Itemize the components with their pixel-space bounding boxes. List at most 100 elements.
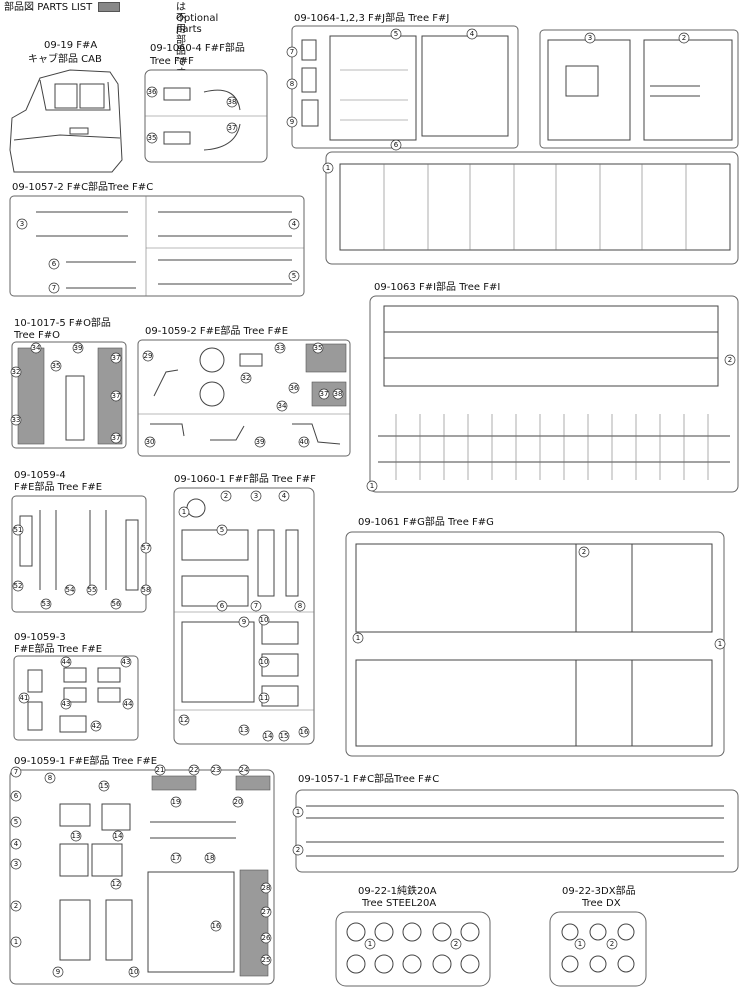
part-number: 13	[238, 724, 250, 736]
part-number: 1	[714, 638, 726, 650]
part-number: 8	[294, 600, 306, 612]
part-number: 11	[258, 692, 270, 704]
tree-label-name: F#E部品 Tree F#E	[14, 644, 103, 655]
svg-text:8: 8	[290, 80, 294, 88]
svg-text:44: 44	[62, 658, 71, 666]
svg-text:53: 53	[42, 600, 51, 608]
svg-text:34: 34	[278, 402, 287, 410]
svg-text:7: 7	[290, 48, 294, 56]
svg-text:58: 58	[142, 586, 151, 594]
tree-label-code: 09-1059-3	[14, 632, 66, 643]
tree-label-code: 09-1057-2 F#C部品Tree F#C	[12, 182, 154, 193]
svg-text:8: 8	[298, 602, 302, 610]
part-number: 7	[48, 282, 60, 294]
tree-label-code: 09-1059-1 F#E部品 Tree F#E	[14, 756, 158, 767]
part-number: 2	[606, 938, 618, 950]
svg-text:20: 20	[234, 798, 243, 806]
tree-label-name: Tree F#O	[14, 330, 61, 341]
tree-label-code: 09-1059-4	[14, 470, 66, 481]
svg-text:32: 32	[242, 374, 251, 382]
part-number: 54	[64, 584, 76, 596]
part-number: 29	[142, 350, 154, 362]
part-number: 55	[86, 584, 98, 596]
tree-frame	[173, 487, 315, 745]
svg-text:43: 43	[62, 700, 71, 708]
svg-text:12: 12	[112, 880, 121, 888]
svg-text:12: 12	[180, 716, 189, 724]
svg-text:33: 33	[276, 344, 285, 352]
svg-text:6: 6	[52, 260, 57, 268]
part-number: 1	[364, 938, 376, 950]
svg-text:25: 25	[262, 956, 271, 964]
part-number: 2	[724, 354, 736, 366]
part-number: 37	[110, 352, 122, 364]
part-number: 38	[332, 388, 344, 400]
svg-text:7: 7	[254, 602, 258, 610]
part-number: 37	[110, 432, 122, 444]
part-number: 37	[110, 390, 122, 402]
part-number: 13	[70, 830, 82, 842]
tree-label-name: F#E部品 Tree F#E	[14, 482, 103, 493]
tree-label-code: 09-19 F#A	[44, 40, 98, 51]
svg-text:35: 35	[148, 134, 157, 142]
tree-label-code: 09-1061 F#G部品 Tree F#G	[358, 517, 494, 528]
svg-text:37: 37	[320, 390, 329, 398]
part-number: 36	[288, 382, 300, 394]
svg-text:2: 2	[454, 940, 458, 948]
svg-text:41: 41	[20, 694, 29, 702]
part-number: 42	[90, 720, 102, 732]
svg-text:2: 2	[224, 492, 228, 500]
part-number: 35	[50, 360, 62, 372]
part-number: 22	[188, 764, 200, 776]
cab-drawing	[9, 69, 123, 173]
tree-label-code: 09-1060-1 F#F部品 Tree F#F	[174, 474, 316, 485]
svg-text:35: 35	[52, 362, 61, 370]
svg-text:38: 38	[228, 98, 237, 106]
part-number: 1	[10, 936, 22, 948]
part-number: 34	[30, 342, 42, 354]
svg-text:6: 6	[220, 602, 225, 610]
svg-text:7: 7	[52, 284, 56, 292]
part-number: 20	[232, 796, 244, 808]
svg-text:56: 56	[112, 600, 121, 608]
tree-frame	[144, 69, 268, 163]
part-number: 2	[292, 844, 304, 856]
part-number: 2	[220, 490, 232, 502]
svg-text:44: 44	[124, 700, 133, 708]
part-number: 52	[12, 580, 24, 592]
svg-text:1: 1	[356, 634, 360, 642]
svg-text:7: 7	[14, 768, 18, 776]
part-number: 2	[10, 900, 22, 912]
tree-label-code: 09-1059-2 F#E部品 Tree F#E	[145, 326, 289, 337]
svg-text:4: 4	[282, 492, 287, 500]
svg-text:9: 9	[242, 618, 246, 626]
part-number: 43	[60, 698, 72, 710]
svg-text:1: 1	[182, 508, 186, 516]
svg-text:8: 8	[48, 774, 52, 782]
tree-label-code: 10-1017-5 F#O部品	[14, 318, 111, 329]
tree-frame	[9, 195, 305, 297]
part-number: 7	[10, 766, 22, 778]
svg-text:1: 1	[14, 938, 18, 946]
tree-frame	[539, 29, 739, 149]
part-number: 4	[288, 218, 300, 230]
part-number: 1	[352, 632, 364, 644]
part-number: 7	[286, 46, 298, 58]
header-title-en: PARTS LIST	[37, 2, 93, 13]
part-number: 43	[120, 656, 132, 668]
svg-text:37: 37	[228, 124, 237, 132]
part-number: 5	[288, 270, 300, 282]
part-number: 24	[238, 764, 250, 776]
svg-text:37: 37	[112, 354, 121, 362]
svg-text:6: 6	[394, 141, 399, 149]
svg-text:9: 9	[56, 968, 60, 976]
part-number: 12	[110, 878, 122, 890]
svg-text:54: 54	[66, 586, 75, 594]
part-number: 10	[128, 966, 140, 978]
svg-text:27: 27	[262, 908, 271, 916]
svg-text:30: 30	[146, 438, 155, 446]
part-number: 5	[10, 816, 22, 828]
part-number: 32	[240, 372, 252, 384]
svg-text:2: 2	[610, 940, 614, 948]
